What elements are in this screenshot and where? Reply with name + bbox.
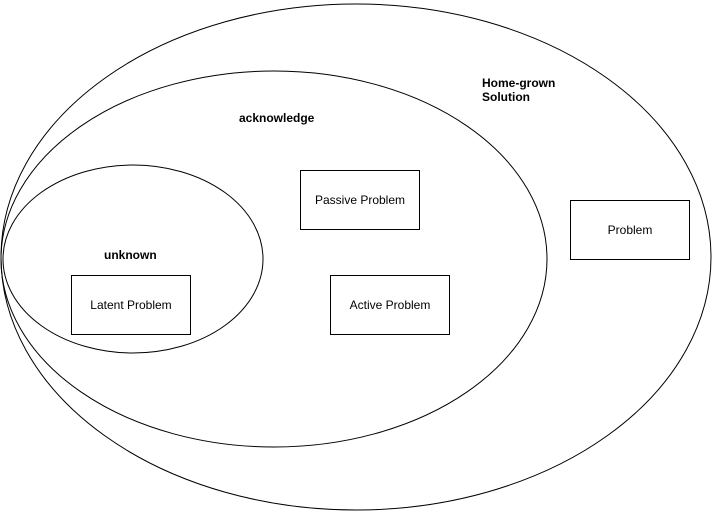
- problem-box: Problem: [570, 200, 690, 260]
- latent-problem-box: Latent Problem: [71, 275, 191, 335]
- unknown-label: unknown: [104, 248, 157, 262]
- unknown-ellipse: [2, 164, 264, 354]
- passive-problem-box: Passive Problem: [300, 170, 420, 230]
- home-grown-label: Home-grown Solution: [482, 76, 556, 104]
- acknowledge-ellipse: [0, 70, 548, 448]
- active-problem-box: Active Problem: [330, 275, 450, 335]
- acknowledge-label: acknowledge: [239, 111, 315, 125]
